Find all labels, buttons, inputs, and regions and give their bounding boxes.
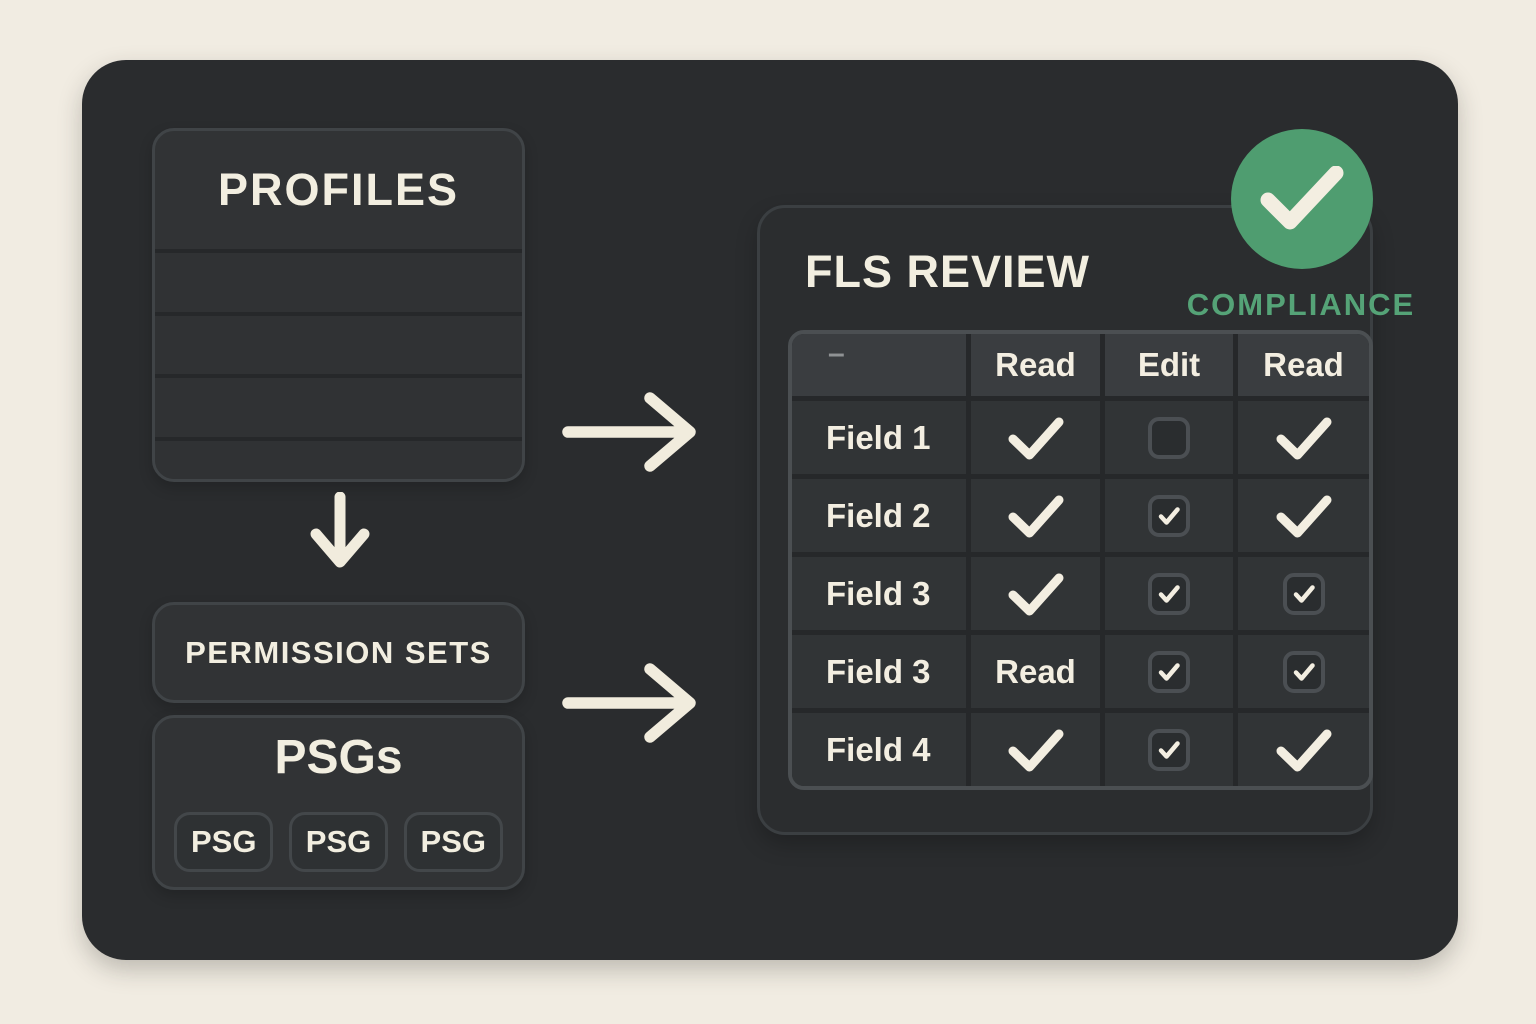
checkbox-checked[interactable] bbox=[1148, 650, 1190, 693]
check-cell bbox=[1238, 713, 1369, 786]
check-icon bbox=[1276, 729, 1331, 771]
profile-empty-row bbox=[155, 374, 522, 437]
check-icon bbox=[1260, 166, 1344, 230]
check-icon bbox=[1276, 417, 1331, 459]
compliance-label: COMPLIANCE bbox=[1186, 287, 1416, 322]
permission-sets-box: PERMISSION SETS bbox=[152, 602, 525, 703]
check-icon bbox=[1293, 584, 1315, 603]
checkbox-cell bbox=[1105, 401, 1233, 474]
profiles-title: PROFILES bbox=[217, 164, 460, 215]
compliance-badge bbox=[1231, 129, 1373, 269]
profile-empty-row bbox=[155, 436, 522, 479]
column-header-cell: Read bbox=[1238, 334, 1369, 396]
permission-sets-title: PERMISSION SETS bbox=[185, 634, 492, 670]
check-cell bbox=[1238, 479, 1369, 552]
checkbox-cell bbox=[1238, 635, 1369, 708]
arrow-right-icon bbox=[562, 392, 696, 472]
field-label-cell: Field 4 bbox=[792, 713, 966, 786]
cell-text: Read bbox=[995, 652, 1076, 690]
check-icon bbox=[1158, 662, 1180, 681]
check-cell bbox=[971, 713, 1100, 786]
check-icon bbox=[1158, 740, 1180, 759]
check-cell bbox=[971, 401, 1100, 474]
checkbox-cell bbox=[1105, 557, 1233, 630]
check-icon bbox=[1158, 584, 1180, 603]
profile-empty-row bbox=[155, 311, 522, 374]
checkbox-cell bbox=[1105, 713, 1233, 786]
field-label-cell: Field 3 bbox=[792, 557, 966, 630]
psg-chip: PSG bbox=[174, 812, 274, 872]
profiles-box: PROFILES bbox=[152, 128, 525, 482]
psg-chip: PSG bbox=[403, 812, 503, 872]
check-icon bbox=[1293, 662, 1315, 681]
check-icon bbox=[1008, 495, 1063, 537]
check-icon bbox=[1008, 417, 1063, 459]
column-header-cell: Read bbox=[971, 334, 1100, 396]
text-cell: Read bbox=[971, 635, 1100, 708]
profiles-header: PROFILES bbox=[155, 131, 522, 249]
checkbox-checked[interactable] bbox=[1282, 650, 1325, 693]
checkbox-cell bbox=[1105, 479, 1233, 552]
checkbox-checked[interactable] bbox=[1148, 572, 1190, 615]
corner-dash: – bbox=[828, 337, 845, 370]
profile-empty-row bbox=[155, 249, 522, 312]
check-cell bbox=[971, 479, 1100, 552]
column-header-cell: – bbox=[792, 334, 966, 396]
check-icon bbox=[1276, 495, 1331, 537]
checkbox-cell bbox=[1105, 635, 1233, 708]
check-cell bbox=[1238, 401, 1369, 474]
arrow-right-icon bbox=[562, 663, 696, 743]
column-header-cell: Edit bbox=[1105, 334, 1233, 396]
check-icon bbox=[1008, 729, 1063, 771]
psg-chip: PSG bbox=[288, 812, 389, 872]
checkbox-checked[interactable] bbox=[1148, 494, 1190, 537]
profiles-empty-rows bbox=[155, 249, 522, 479]
checkbox-checked[interactable] bbox=[1282, 572, 1325, 615]
check-cell bbox=[971, 557, 1100, 630]
psgs-title: PSGs bbox=[274, 731, 403, 784]
checkbox-empty[interactable] bbox=[1148, 416, 1190, 459]
check-icon bbox=[1008, 573, 1063, 615]
fls-review-title: FLS REVIEW bbox=[805, 246, 1091, 297]
checkbox-cell bbox=[1238, 557, 1369, 630]
field-label-cell: Field 1 bbox=[792, 401, 966, 474]
field-label-cell: Field 2 bbox=[792, 479, 966, 552]
arrow-down-icon bbox=[310, 492, 370, 568]
check-icon bbox=[1158, 506, 1180, 525]
field-label-cell: Field 3 bbox=[792, 635, 966, 708]
checkbox-checked[interactable] bbox=[1148, 728, 1190, 771]
